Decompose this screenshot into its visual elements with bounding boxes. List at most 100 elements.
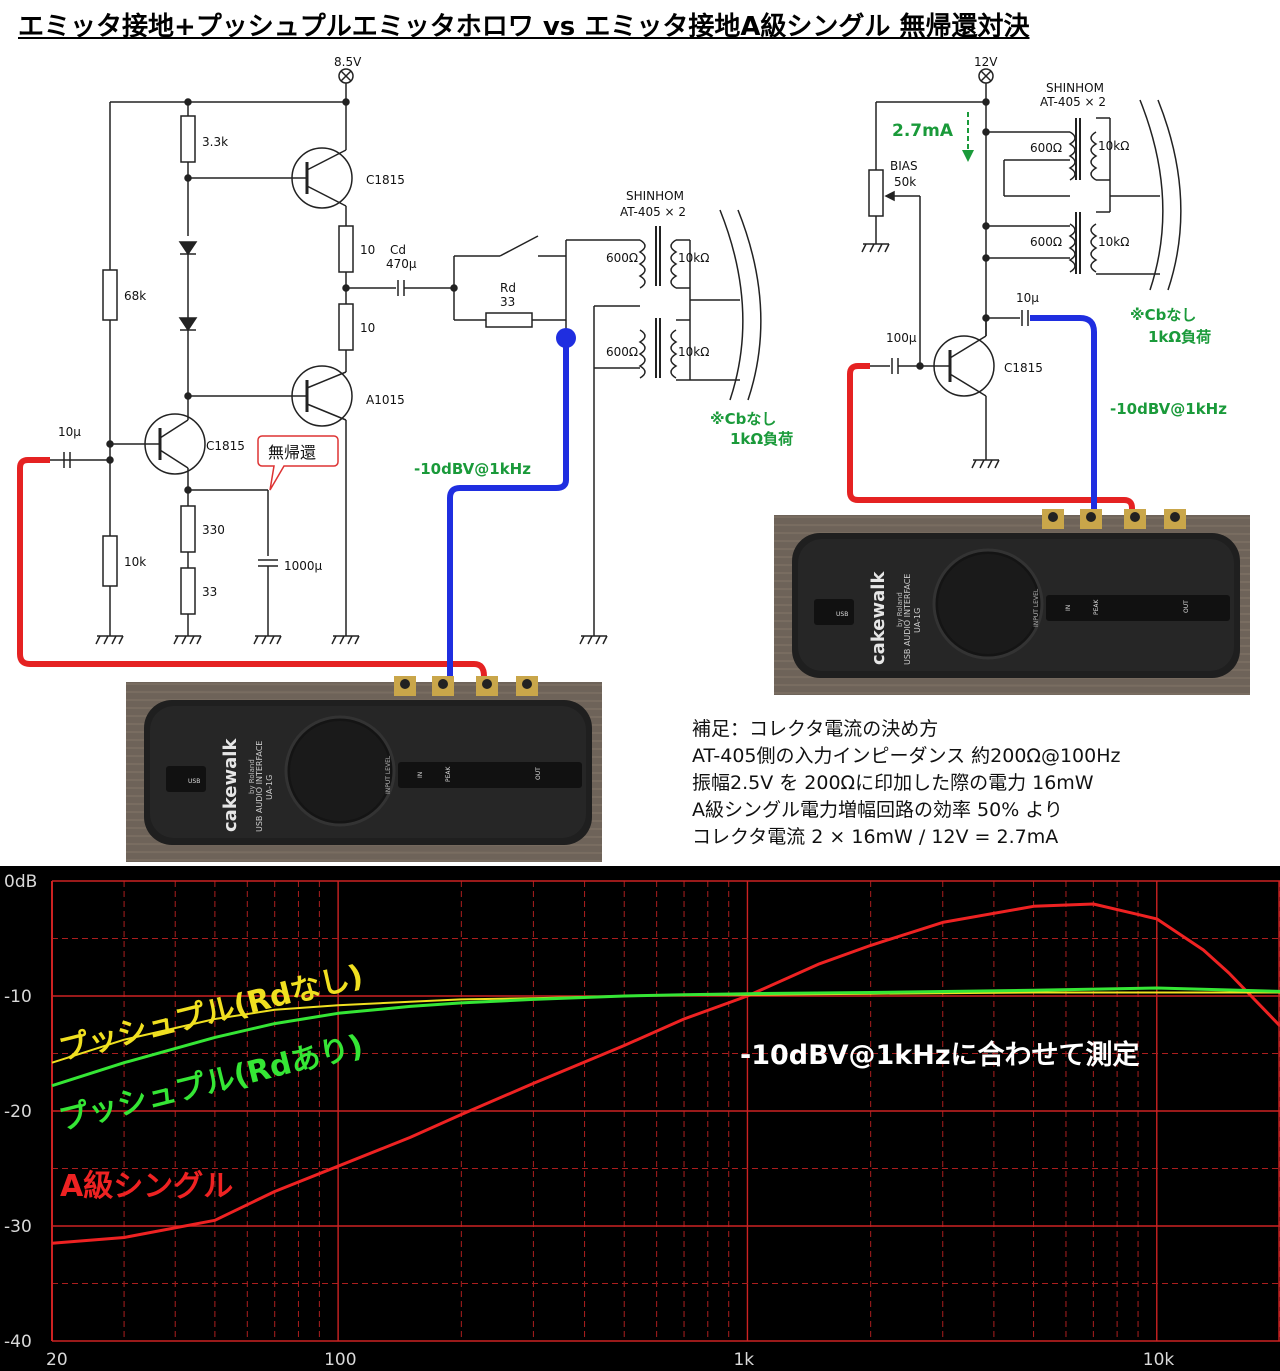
series-line bbox=[51, 986, 1280, 1088]
right-outcap-label: 10μ bbox=[1016, 291, 1039, 305]
resistor-rd bbox=[485, 312, 533, 328]
left-secondary-lower: 10kΩ bbox=[678, 345, 709, 359]
right-incap-label: 100μ bbox=[886, 331, 917, 345]
y-tick-label: -40 bbox=[4, 1332, 32, 1352]
right-supply-label: 12V bbox=[974, 55, 998, 69]
left-model1: USB AUDIO INTERFACE bbox=[255, 741, 264, 832]
note-line: 振幅2.5V を 200Ωに印加した際の電力 16mW bbox=[692, 772, 1094, 794]
y-tick-label: 0dB bbox=[4, 872, 37, 892]
right-model1: USB AUDIO INTERFACE bbox=[903, 574, 912, 665]
left-trans-model: AT-405 × 2 bbox=[620, 205, 686, 219]
left-cd-value: 470μ bbox=[386, 257, 417, 271]
left-secondary-upper: 10kΩ bbox=[678, 251, 709, 265]
left-primary-lower: 600Ω bbox=[606, 345, 638, 359]
right-note-line1: ※Cbなし bbox=[1130, 306, 1196, 324]
diode-lower bbox=[178, 317, 198, 332]
chart-annotation: -10dBV@1kHzに合わせて測定 bbox=[740, 1039, 1140, 1071]
right-subbrand: by Roland bbox=[896, 592, 904, 627]
left-input-level: INPUT LEVEL bbox=[385, 755, 392, 794]
chart-grid bbox=[51, 880, 1280, 1342]
right-peak-label: PEAK bbox=[1093, 598, 1100, 615]
left-brand: cakewalk bbox=[220, 738, 241, 832]
left-model2: UA-1G bbox=[265, 775, 274, 800]
notes-block: 補足：コレクタ電流の決め方 AT-405側の入力インピーダンス 約200Ω@10… bbox=[692, 716, 1120, 851]
left-r10l-label: 10 bbox=[360, 321, 375, 335]
series-label-class-a: A級シングル bbox=[60, 1169, 233, 1204]
no-feedback-callout: 無帰還 bbox=[257, 435, 339, 491]
resistor-10k bbox=[102, 535, 118, 587]
right-level-label: -10dBV@1kHz bbox=[1110, 400, 1227, 418]
right-bias-pot bbox=[868, 169, 884, 217]
left-out-label: OUT bbox=[535, 767, 542, 780]
diode-upper bbox=[178, 241, 198, 256]
right-out-label: OUT bbox=[1183, 600, 1190, 613]
right-secondary-lower: 10kΩ bbox=[1098, 235, 1129, 249]
left-r330-label: 330 bbox=[202, 523, 225, 537]
current-arrow-head bbox=[962, 150, 974, 162]
left-r-top-label: 3.3k bbox=[202, 135, 228, 149]
y-tick-label: -10 bbox=[4, 987, 32, 1007]
left-q-lower-label: A1015 bbox=[366, 393, 405, 407]
left-in-label: IN bbox=[417, 772, 424, 778]
left-r33-label: 33 bbox=[202, 585, 217, 599]
note-line: 補足：コレクタ電流の決め方 bbox=[692, 718, 939, 740]
left-circuit bbox=[50, 68, 762, 645]
right-output-cable bbox=[1030, 315, 1097, 522]
resistor-33 bbox=[180, 567, 196, 615]
right-transistor-label: C1815 bbox=[1004, 361, 1043, 375]
x-tick-label: 10k bbox=[1143, 1350, 1175, 1370]
page-title: エミッタ接地+プッシュプルエミッタホロワ vs エミッタ接地A級シングル 無帰還… bbox=[18, 12, 1030, 42]
right-usb-label: USB bbox=[836, 611, 848, 618]
right-trans-model: AT-405 × 2 bbox=[1040, 95, 1106, 109]
right-circuit bbox=[861, 68, 1182, 469]
resistor-10-upper bbox=[338, 225, 354, 273]
right-primary-lower: 600Ω bbox=[1030, 235, 1062, 249]
chart-curves bbox=[51, 902, 1280, 1245]
right-primary-upper: 600Ω bbox=[1030, 141, 1062, 155]
note-line: コレクタ電流 2 × 16mW / 12V = 2.7mA bbox=[692, 826, 1059, 848]
resistor-3-3k bbox=[180, 115, 196, 163]
transistor-upper bbox=[291, 147, 353, 209]
right-secondary-upper: 10kΩ bbox=[1098, 139, 1129, 153]
left-q-upper-label: C1815 bbox=[366, 173, 405, 187]
resistor-10-lower bbox=[338, 303, 354, 351]
right-bias-value: 50k bbox=[894, 175, 916, 189]
y-tick-label: -20 bbox=[4, 1102, 32, 1122]
left-cd-name: Cd bbox=[390, 243, 406, 257]
note-line: AT-405側の入力インピーダンス 約200Ω@100Hz bbox=[692, 745, 1121, 767]
left-input-cable bbox=[17, 457, 487, 690]
right-bias-name: BIAS bbox=[890, 159, 918, 173]
right-note-line2: 1kΩ負荷 bbox=[1148, 328, 1211, 346]
left-output-cable bbox=[447, 338, 569, 690]
right-input-cable bbox=[847, 363, 1135, 522]
series-line bbox=[51, 902, 1280, 1245]
no-feedback-text: 無帰還 bbox=[268, 443, 316, 462]
x-tick-label: 1k bbox=[733, 1350, 754, 1370]
right-model2: UA-1G bbox=[913, 608, 922, 633]
right-input-level: INPUT LEVEL bbox=[1033, 588, 1040, 627]
left-rd-value: 33 bbox=[500, 295, 515, 309]
left-rd-name: Rd bbox=[500, 281, 516, 295]
x-tick-label: 100 bbox=[324, 1350, 356, 1370]
left-usb-label: USB bbox=[188, 778, 200, 785]
left-r10k-label: 10k bbox=[124, 555, 146, 569]
left-r10u-label: 10 bbox=[360, 243, 375, 257]
left-cbypass-label: 1000μ bbox=[284, 559, 323, 573]
x-tick-label: 20 bbox=[46, 1350, 68, 1370]
transistor-lower bbox=[291, 365, 353, 427]
right-brand: cakewalk bbox=[868, 571, 889, 665]
left-level-label: -10dBV@1kHz bbox=[414, 460, 531, 478]
left-note-line2: 1kΩ負荷 bbox=[730, 430, 793, 448]
right-audio-interface: USB cakewalk by Roland USB AUDIO INTERFA… bbox=[772, 507, 1252, 697]
left-q-driver-label: C1815 bbox=[206, 439, 245, 453]
resistor-68k bbox=[102, 269, 118, 321]
left-peak-label: PEAK bbox=[445, 765, 452, 782]
note-line: A級シングル電力増幅回路の効率 50% より bbox=[692, 799, 1063, 821]
schematic-area: 8.5V 3.3k C1815 68k 10 10 Cd 470μ Rd 33 … bbox=[17, 55, 1252, 864]
right-trans-brand: SHINHOM bbox=[1046, 81, 1104, 95]
left-note-line1: ※Cbなし bbox=[710, 410, 776, 428]
left-r68k-label: 68k bbox=[124, 289, 146, 303]
left-input-cap-label: 10μ bbox=[58, 425, 81, 439]
